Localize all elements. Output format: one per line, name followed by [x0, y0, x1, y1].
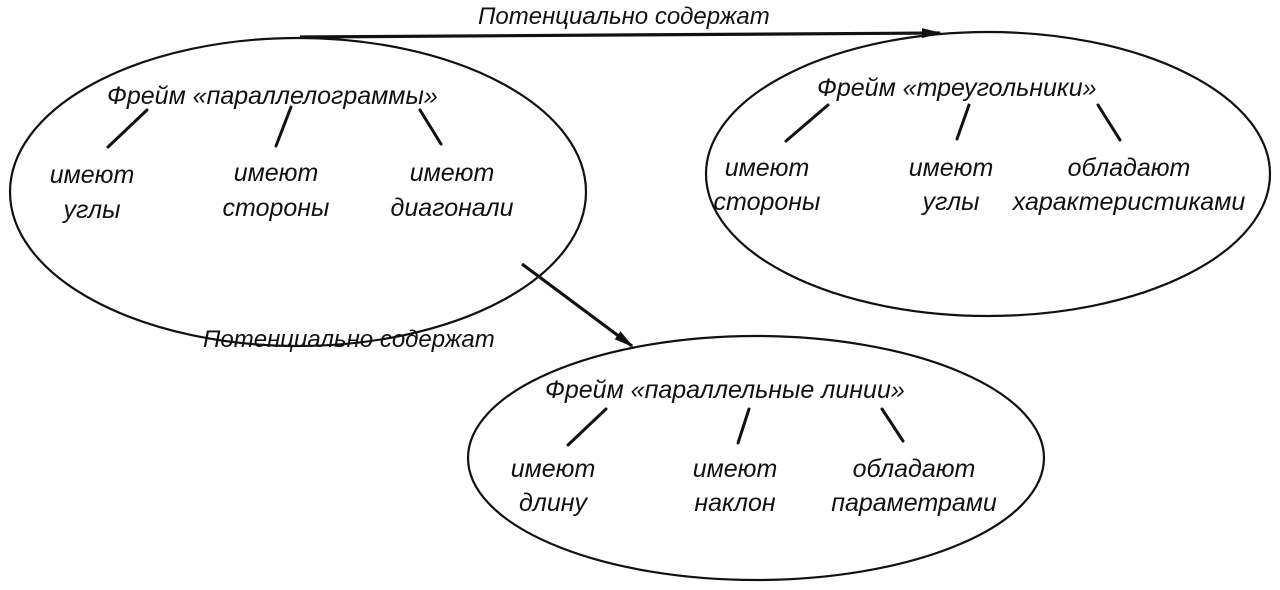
frame-triangles-prop-1-line-2: стороны — [714, 188, 821, 216]
frame-parallel-lines-ellipse — [466, 334, 1046, 582]
frame-triangles-prop-1-line-1: имеют — [725, 154, 810, 182]
frame-parallelograms-prop-2-line-2: стороны — [223, 194, 330, 222]
frame-triangles-tick-2 — [955, 103, 971, 141]
edge-label-bottom: Потенциально содержат — [203, 326, 495, 353]
edge-parallelograms-to-triangles: Потенциально содержат — [299, 3, 942, 39]
frame-parallel-lines-prop-2-line-2: наклон — [694, 489, 775, 517]
frame-parallelograms-title: Фрейм «параллелограммы» — [107, 82, 438, 110]
frame-triangles-tick-1 — [784, 103, 830, 143]
frame-parallelograms-prop-1-line-2: углы — [61, 196, 120, 224]
frame-triangles: Фрейм «треугольники» имеют стороны имеют… — [704, 30, 1272, 318]
frame-parallelograms: Фрейм «параллелограммы» имеют углы имеют… — [8, 36, 588, 348]
frame-parallel-lines-prop-1-line-1: имеют — [511, 455, 596, 483]
frame-parallel-lines-prop-3-line-1: обладают — [853, 455, 976, 483]
frame-parallelograms-tick-1 — [106, 108, 149, 149]
frame-triangles-prop-3-line-2: характеристиками — [1012, 188, 1246, 216]
frame-parallelograms-prop-3-line-1: имеют — [410, 159, 495, 187]
frame-parallelograms-prop-3-line-2: диагонали — [391, 194, 514, 222]
frame-triangles-prop-3-line-1: обладают — [1068, 154, 1191, 182]
frame-triangles-prop-2-line-1: имеют — [909, 154, 994, 182]
edge-label-top: Потенциально содержат — [478, 3, 770, 30]
edge-arrow-top — [299, 28, 942, 39]
frame-parallel-lines-prop-1-line-2: длину — [519, 489, 589, 517]
frame-parallel-lines-prop-3-line-2: параметрами — [831, 489, 997, 517]
frame-parallel-lines-tick-2 — [736, 407, 751, 445]
edge-parallelograms-to-parallel-lines: Потенциально содержат — [203, 262, 634, 353]
frame-parallelograms-ellipse — [8, 36, 588, 348]
frame-triangles-ellipse — [704, 30, 1272, 318]
frame-parallel-lines-prop-2-line-1: имеют — [693, 455, 778, 483]
frame-triangles-title: Фрейм «треугольники» — [817, 74, 1097, 102]
frame-triangles-prop-2-line-2: углы — [920, 188, 979, 216]
frame-parallelograms-tick-2 — [274, 105, 293, 148]
frame-parallelograms-tick-3 — [418, 108, 443, 146]
frame-parallelograms-prop-1-line-1: имеют — [50, 161, 135, 189]
edge-arrow-bottom — [521, 262, 634, 348]
frame-triangles-tick-3 — [1096, 103, 1122, 142]
frame-parallel-lines-tick-1 — [566, 407, 608, 447]
frame-parallelograms-prop-2-line-1: имеют — [234, 159, 319, 187]
frame-parallel-lines-title: Фрейм «параллельные линии» — [545, 376, 905, 404]
frame-parallel-lines-tick-3 — [880, 407, 905, 443]
frame-parallel-lines: Фрейм «параллельные линии» имеют длину и… — [466, 334, 1046, 582]
